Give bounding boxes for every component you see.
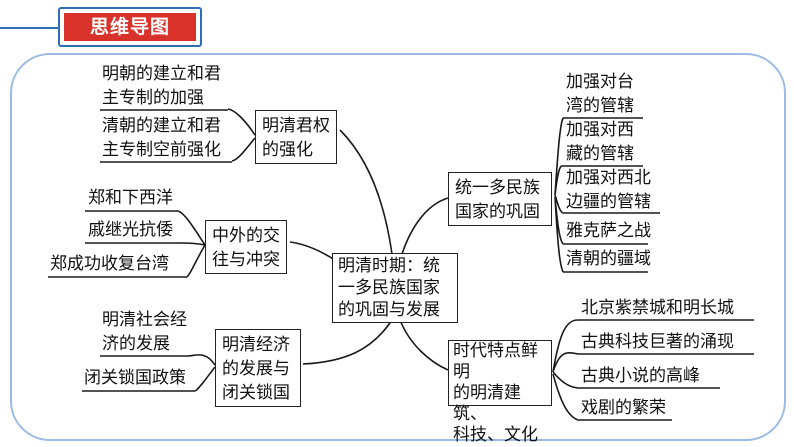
connector-center-unity bbox=[401, 197, 449, 255]
branch-label-line: 明清经济 bbox=[222, 335, 290, 355]
leaf-text: 加强对西北 bbox=[566, 168, 651, 188]
branch-label-line: 明清君权 bbox=[262, 116, 330, 136]
center-line: 一多民族国家 bbox=[338, 278, 440, 298]
leaf-unity-1: 加强对台 湾的管辖 bbox=[566, 70, 634, 118]
connector-economy-leaves bbox=[187, 354, 216, 392]
leaf-text: 明清社会经 bbox=[102, 310, 187, 330]
leaf-culture-3: 古典小说的高峰 bbox=[581, 366, 700, 386]
leaf-economy-1: 明清社会经 济的发展 bbox=[102, 308, 187, 356]
branch-label-line: 中外的交 bbox=[212, 226, 280, 246]
branch-culture: 时代特点鲜明 的明清建筑、 科技、文化 bbox=[448, 340, 552, 445]
branch-label-line: 闭关锁国 bbox=[222, 383, 290, 403]
leaf-text: 明朝的建立和君 bbox=[102, 64, 221, 84]
leaf-text: 湾的管辖 bbox=[566, 96, 634, 116]
center-line: 明清时期：统 bbox=[338, 256, 440, 276]
branch-label-line: 科技、文化 bbox=[453, 425, 538, 445]
leaf-culture-4: 戏剧的繁荣 bbox=[581, 398, 666, 418]
leaf-unity-3: 加强对西北 边疆的管辖 bbox=[566, 166, 651, 214]
leaf-text: 加强对西 bbox=[566, 120, 634, 140]
branch-label-line: 统一多民族 bbox=[455, 178, 540, 198]
leaf-economy-2: 闭关锁国政策 bbox=[84, 368, 186, 388]
connector-foreign-leaves bbox=[177, 210, 206, 278]
branch-economy: 明清经济 的发展与 闭关锁国 bbox=[215, 329, 301, 407]
branch-label-line: 的明清建筑、 bbox=[453, 383, 521, 424]
branch-foreign: 中外的交 往与冲突 bbox=[205, 220, 287, 274]
leaf-power-1: 明朝的建立和君 主专制的加强 bbox=[102, 62, 221, 110]
leaf-power-2: 清朝的建立和君 主专制空前强化 bbox=[102, 114, 221, 162]
leaf-foreign-2: 戚继光抗倭 bbox=[88, 220, 173, 240]
leaf-culture-1: 北京紫禁城和明长城 bbox=[581, 298, 734, 318]
leaf-unity-5: 清朝的疆域 bbox=[566, 249, 651, 269]
connector-unity-leaves bbox=[554, 117, 564, 273]
branch-power: 明清君权 的强化 bbox=[255, 110, 337, 164]
connector-center-culture bbox=[399, 319, 449, 371]
branch-label-line: 国家的巩固 bbox=[455, 202, 540, 222]
leaf-foreign-1: 郑和下西洋 bbox=[88, 188, 173, 208]
leaf-text: 主专制的加强 bbox=[102, 88, 204, 108]
center-node: 明清时期：统 一多民族国家 的巩固与发展 bbox=[332, 253, 458, 323]
leaf-text: 边疆的管辖 bbox=[566, 192, 651, 212]
leaf-text: 清朝的建立和君 bbox=[102, 116, 221, 136]
connector-culture-leaves bbox=[552, 319, 579, 421]
branch-label-line: 的发展与 bbox=[222, 359, 290, 379]
connector-power-leaves bbox=[227, 108, 256, 162]
branch-label-line: 的强化 bbox=[262, 140, 313, 160]
branch-label-line: 往与冲突 bbox=[212, 250, 280, 270]
branch-label-line: 时代特点鲜明 bbox=[453, 341, 538, 382]
connector-center-economy bbox=[302, 319, 393, 365]
page-title: 思维导图 bbox=[64, 13, 196, 41]
leaf-foreign-3: 郑成功收复台湾 bbox=[50, 254, 169, 274]
center-line: 的巩固与发展 bbox=[338, 300, 440, 320]
title-badge: 思维导图 bbox=[58, 7, 202, 47]
branch-unity: 统一多民族 国家的巩固 bbox=[448, 172, 552, 226]
leaf-unity-4: 雅克萨之战 bbox=[566, 221, 651, 241]
header-rule bbox=[0, 27, 60, 29]
connector-center-foreign bbox=[289, 241, 339, 263]
connector-center-power bbox=[339, 129, 393, 255]
leaf-text: 主专制空前强化 bbox=[102, 140, 221, 160]
leaf-text: 济的发展 bbox=[102, 334, 170, 354]
leaf-unity-2: 加强对西 藏的管辖 bbox=[566, 118, 634, 166]
leaf-text: 藏的管辖 bbox=[566, 144, 634, 164]
diagram-frame bbox=[10, 53, 786, 441]
leaf-text: 加强对台 bbox=[566, 72, 634, 92]
leaf-culture-2: 古典科技巨著的涌现 bbox=[581, 332, 734, 352]
